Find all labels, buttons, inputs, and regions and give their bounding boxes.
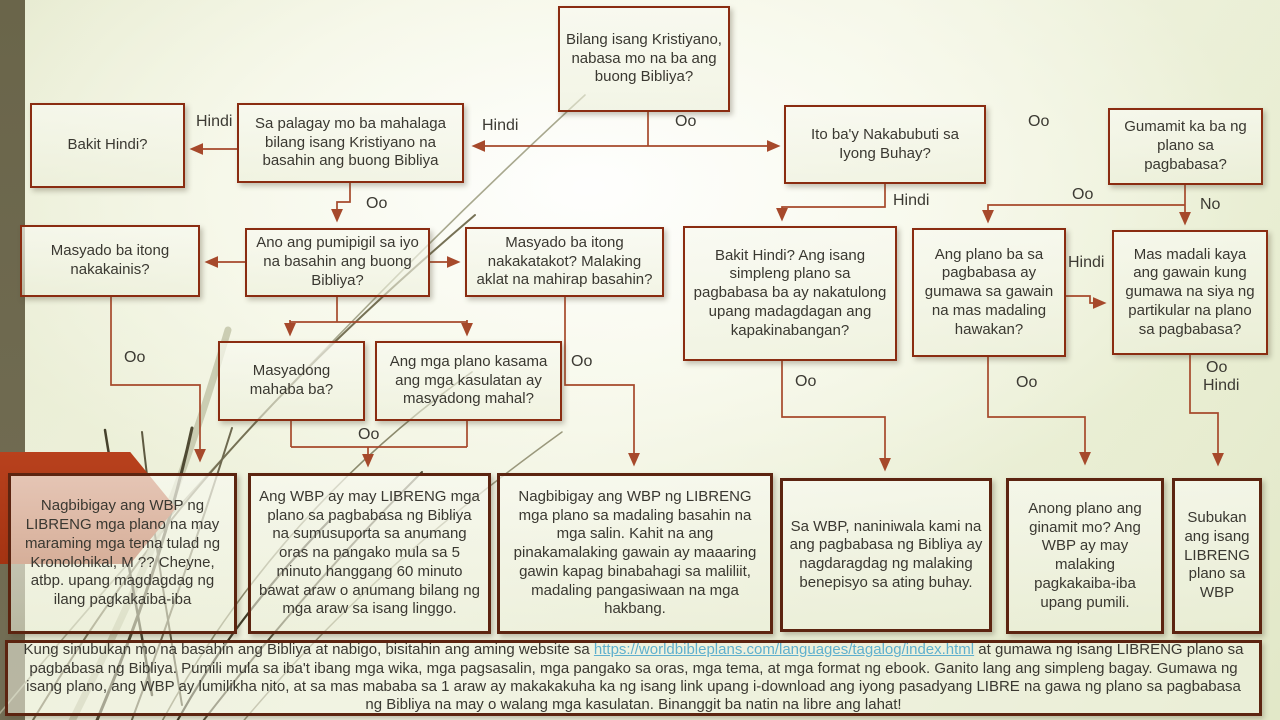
edge-label-oo: Oo bbox=[1206, 359, 1228, 376]
edge-label-oo: Oo bbox=[124, 349, 146, 366]
edge-label-oo: Oo bbox=[1028, 113, 1050, 130]
node-mahaba: Masyadong mahaba ba? bbox=[218, 341, 365, 421]
edge-label-hindi: Hindi bbox=[482, 117, 519, 134]
node-nakakainis: Masyado ba itong nakakainis? bbox=[20, 225, 200, 297]
node-nakabubuti: Ito ba'y Nakabubuti sa Iyong Buhay? bbox=[784, 105, 986, 184]
node-wbp-tema: Nagbibigay ang WBP ng LIBRENG mga plano … bbox=[8, 473, 237, 634]
edge-label-oo: Oo bbox=[571, 353, 593, 370]
node-wbp-salin: Nagbibigay ang WBP ng LIBRENG mga plano … bbox=[497, 473, 773, 634]
node-anong-plano: Anong plano ang ginamit mo? Ang WBP ay m… bbox=[1006, 478, 1164, 634]
footer-banner-text: Kung sinubukan mo na basahin ang Bibliya… bbox=[18, 641, 1249, 715]
edge-label-no: No bbox=[1200, 196, 1221, 213]
node-bakit-hindi: Bakit Hindi? bbox=[30, 103, 185, 188]
edge-label-oo: Oo bbox=[675, 113, 697, 130]
node-mas-madali: Mas madali kaya ang gawain kung gumawa n… bbox=[1112, 230, 1268, 355]
node-wbp-oras: Ang WBP ay may LIBRENG mga plano sa pagb… bbox=[248, 473, 491, 634]
edge-label-oo: Oo bbox=[366, 195, 388, 212]
footer-banner: Kung sinubukan mo na basahin ang Bibliya… bbox=[5, 640, 1262, 716]
node-plano-gumawa: Ang plano ba sa pagbabasa ay gumawa sa g… bbox=[912, 228, 1066, 357]
node-bakit-hindi-2: Bakit Hindi? Ang isang simpleng plano sa… bbox=[683, 226, 897, 361]
node-gumamit: Gumamit ka ba ng plano sa pagbabasa? bbox=[1108, 108, 1263, 185]
node-start: Bilang isang Kristiyano, nabasa mo na ba… bbox=[558, 6, 730, 112]
edge-label-hindi: Hindi bbox=[893, 192, 930, 209]
edge-label-oo: Oo bbox=[358, 426, 380, 443]
edge-label-hindi: Hindi bbox=[196, 113, 233, 130]
node-sa-palagay: Sa palagay mo ba mahalaga bilang isang K… bbox=[237, 103, 464, 183]
node-subukan: Subukan ang isang LIBRENG plano sa WBP bbox=[1172, 478, 1262, 634]
website-link[interactable]: https://worldbibleplans.com/languages/ta… bbox=[593, 641, 975, 659]
node-pumipigil: Ano ang pumipigil sa iyo na basahin ang … bbox=[245, 228, 430, 297]
banner-text-after-link: at gumawa ng isang LIBRENG plano sa pagb… bbox=[26, 641, 1244, 714]
banner-text-before-link: Kung sinubukan mo na basahin ang Bibliya… bbox=[23, 641, 594, 659]
edge-label-hindi: Hindi bbox=[1203, 377, 1240, 394]
edge-label-oo: Oo bbox=[1016, 374, 1038, 391]
edge-label-oo: Oo bbox=[1072, 186, 1094, 203]
edge-label-oo: Oo bbox=[795, 373, 817, 390]
node-nakakatakot: Masyado ba itong nakakatakot? Malaking a… bbox=[465, 227, 664, 297]
node-mahal: Ang mga plano kasama ang mga kasulatan a… bbox=[375, 341, 562, 421]
node-wbp-benepisyo: Sa WBP, naniniwala kami na ang pagbabasa… bbox=[780, 478, 992, 632]
edge-label-hindi: Hindi bbox=[1068, 254, 1105, 271]
